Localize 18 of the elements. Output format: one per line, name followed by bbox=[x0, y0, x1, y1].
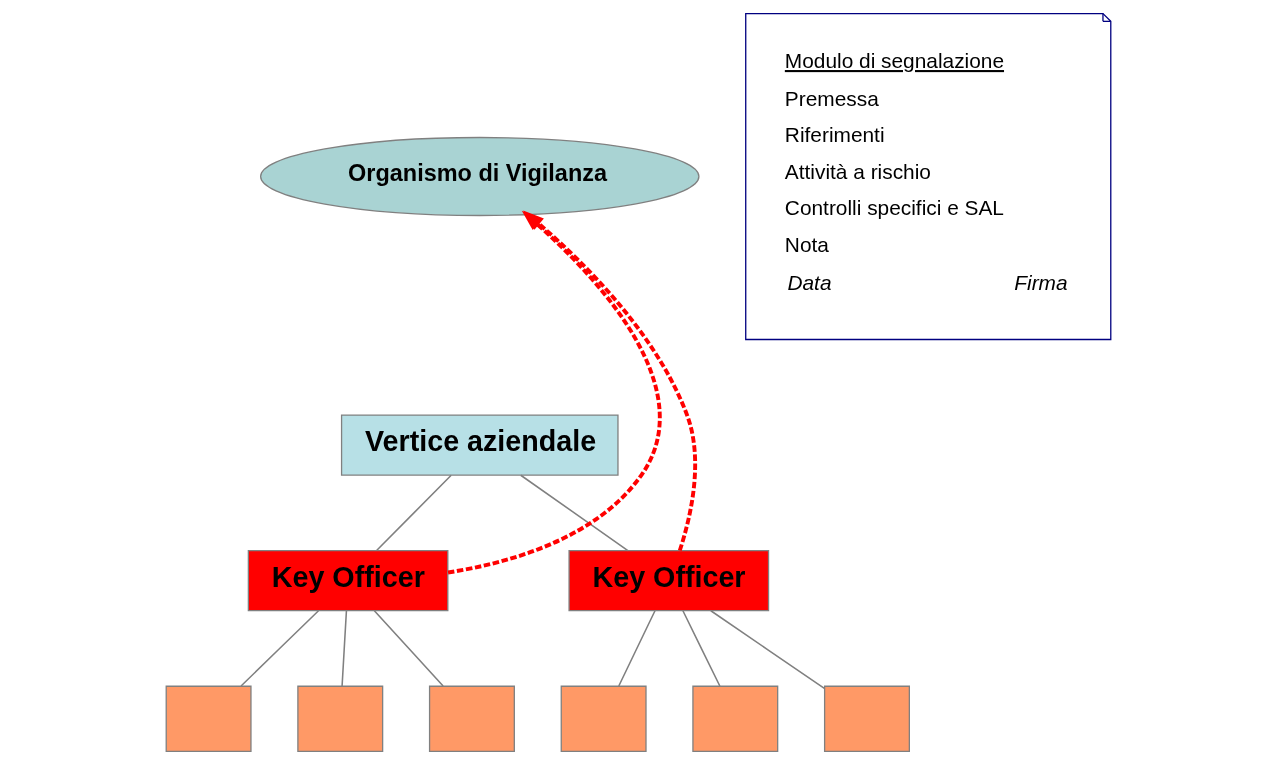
node-box: Vertice aziendale bbox=[340, 414, 619, 476]
connector bbox=[617, 609, 656, 687]
node-box bbox=[165, 685, 252, 753]
connector bbox=[375, 474, 452, 552]
node-box bbox=[428, 685, 515, 753]
node-box bbox=[560, 685, 647, 753]
node-box: Key Officer bbox=[567, 550, 769, 612]
connector bbox=[340, 609, 347, 687]
node-box bbox=[691, 685, 778, 753]
connector bbox=[681, 609, 721, 687]
connector bbox=[373, 609, 444, 687]
node-box bbox=[296, 685, 383, 753]
connector bbox=[519, 474, 629, 552]
node-ellipse: Organismo di Vigilanza bbox=[259, 136, 700, 217]
connector bbox=[239, 609, 319, 687]
node-box: Key Officer bbox=[247, 550, 448, 612]
node-box bbox=[823, 685, 910, 753]
connector bbox=[709, 609, 825, 690]
